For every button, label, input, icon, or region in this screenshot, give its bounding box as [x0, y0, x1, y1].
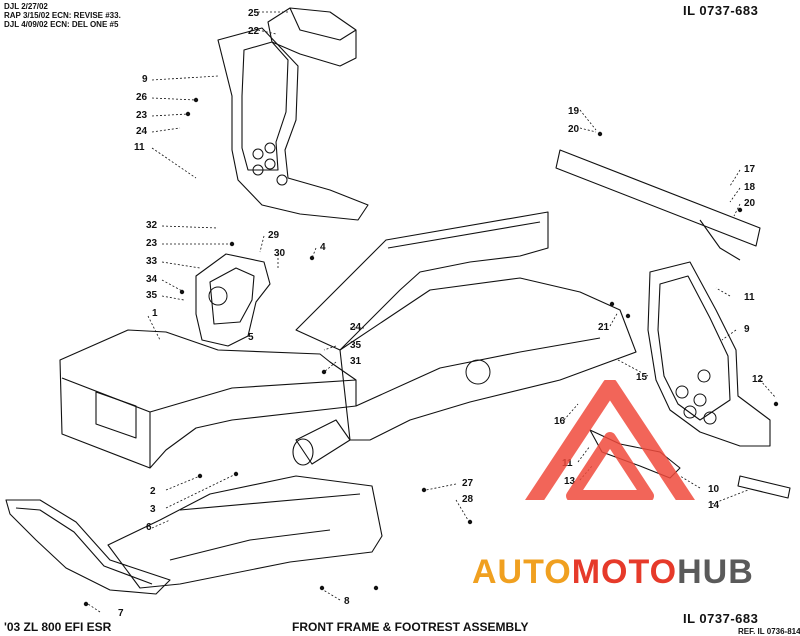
callout-c30: 30	[274, 248, 286, 259]
callout-c31: 31	[350, 356, 362, 367]
callout-c35b: 35	[350, 340, 362, 351]
callout-c4: 4	[320, 242, 326, 253]
callout-c24b: 24	[350, 322, 362, 333]
model-name: '03 ZL 800 EFI ESR	[4, 620, 112, 634]
callout-c8: 8	[344, 596, 350, 607]
illustration-number-top: IL 0737-683	[683, 3, 759, 18]
callout-labels: 1234567899101111111213141516171819202021…	[118, 8, 764, 619]
callout-c15: 15	[636, 372, 648, 383]
illustration-number-bottom: IL 0737-683	[683, 611, 759, 626]
callout-c25: 25	[248, 8, 260, 19]
callout-c29: 29	[268, 230, 280, 241]
callout-c32: 32	[146, 220, 158, 231]
revision-note-1: DJL 2/27/02	[4, 2, 48, 11]
callout-c12: 12	[752, 374, 764, 385]
callout-c35a: 35	[146, 290, 158, 301]
callout-c19: 19	[568, 106, 580, 117]
watermark-hub: HUB	[677, 553, 754, 591]
watermark-inner-triangle-icon	[566, 432, 654, 500]
callout-c9b: 9	[744, 324, 750, 335]
callout-c33: 33	[146, 256, 158, 267]
callout-c9a: 9	[142, 74, 148, 85]
callout-c20a: 20	[568, 124, 580, 135]
watermark-auto: AUTO	[472, 553, 572, 591]
callout-c13: 13	[564, 476, 576, 487]
callout-c17: 17	[744, 164, 756, 175]
callout-c16: 16	[554, 416, 566, 427]
callout-c21: 21	[598, 322, 610, 333]
callout-c18: 18	[744, 182, 756, 193]
callout-c7: 7	[118, 608, 124, 619]
callout-c23a: 23	[136, 110, 148, 121]
frame-outline	[5, 7, 791, 595]
diagram-title: FRONT FRAME & FOOTREST ASSEMBLY	[292, 620, 529, 634]
callout-c11a: 11	[134, 142, 145, 153]
callout-c1: 1	[152, 308, 158, 319]
callout-c26: 26	[136, 92, 148, 103]
callout-c5: 5	[248, 332, 254, 343]
plate-holes	[208, 142, 717, 425]
reference-number: REF. IL 0736-814	[738, 627, 800, 636]
watermark-moto: MOTO	[571, 553, 678, 591]
callout-c24a: 24	[136, 126, 148, 137]
leader-lines	[87, 11, 777, 613]
callout-c6: 6	[146, 522, 152, 533]
callout-c28: 28	[462, 494, 474, 505]
callout-c27: 27	[462, 478, 474, 489]
callout-c34: 34	[146, 274, 158, 285]
watermark-triangle-icon	[525, 380, 695, 500]
callout-c2: 2	[150, 486, 156, 497]
callout-c14: 14	[708, 500, 720, 511]
hardware-fasteners	[83, 97, 779, 607]
revision-note-2: RAP 3/15/02 ECN: REVISE #33.	[4, 11, 121, 20]
watermark-text: AUTOMOTOHUB	[472, 553, 754, 592]
callout-c22: 22	[248, 26, 260, 37]
callout-c23b: 23	[146, 238, 158, 249]
callout-c11b: 11	[744, 292, 755, 303]
revision-note-3: DJL 4/09/02 ECN: DEL ONE #5	[4, 20, 119, 29]
watermark-logo	[525, 380, 695, 500]
callout-c20b: 20	[744, 198, 756, 209]
callout-c3: 3	[150, 504, 156, 515]
callout-c10: 10	[708, 484, 720, 495]
